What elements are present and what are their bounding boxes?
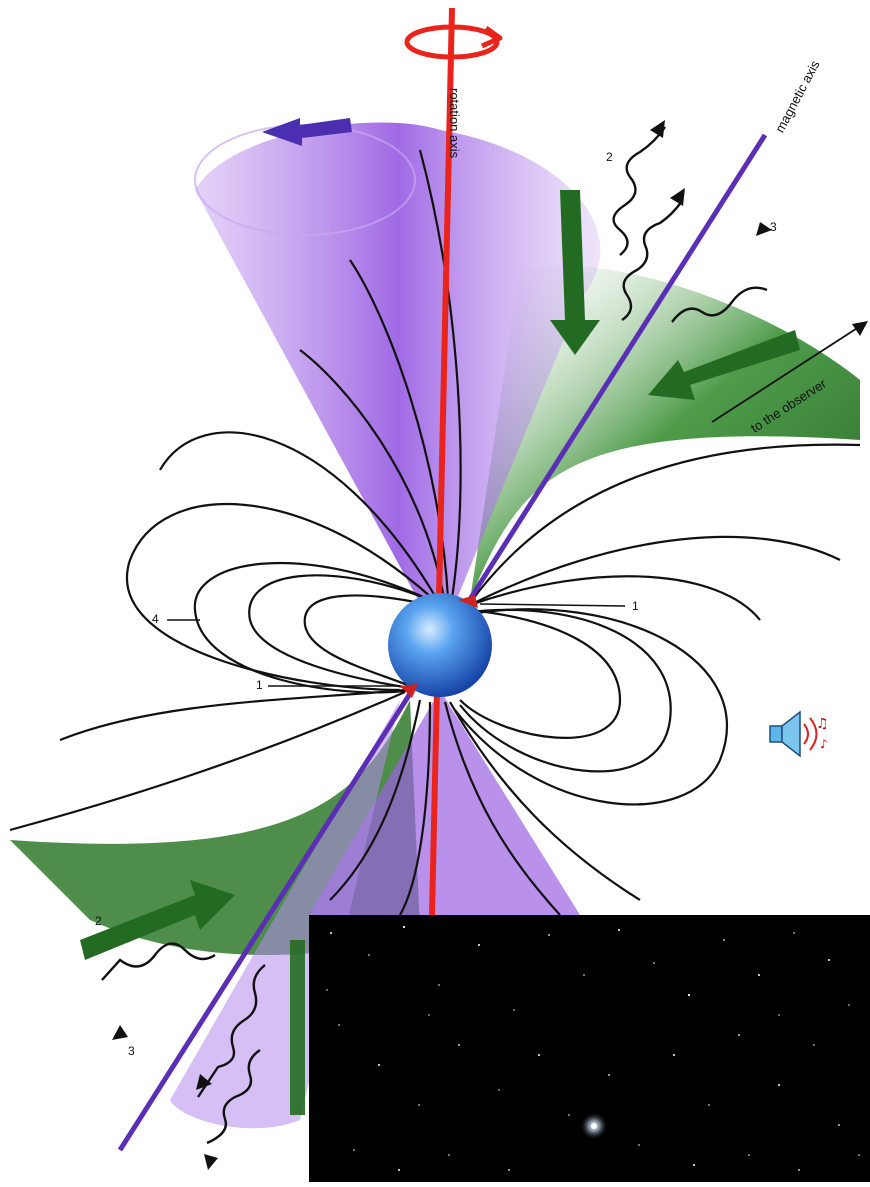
starfield-inset <box>309 915 870 1182</box>
speaker-icon-svg: ♫ ♪ <box>766 704 836 764</box>
svg-text:♫: ♫ <box>816 716 829 732</box>
label-2-top: 2 <box>606 150 613 164</box>
label-1-right: 1 <box>632 599 639 613</box>
rotation-axis-label: rotation axis <box>447 88 462 158</box>
observer-arrowhead <box>852 321 868 336</box>
emission-cone-upper <box>195 123 600 641</box>
speaker-icon[interactable]: ♫ ♪ <box>766 704 836 764</box>
svg-text:♪: ♪ <box>820 737 828 751</box>
pulsar-star-core <box>591 1123 597 1129</box>
label-2-bottom: 2 <box>95 914 102 928</box>
label-3-top: 3 <box>770 220 777 234</box>
neutron-star <box>388 593 492 697</box>
label-4: 4 <box>152 612 159 626</box>
starfield-svg <box>309 915 870 1182</box>
label-1-left: 1 <box>256 678 263 692</box>
label-3-bottom: 3 <box>128 1044 135 1058</box>
